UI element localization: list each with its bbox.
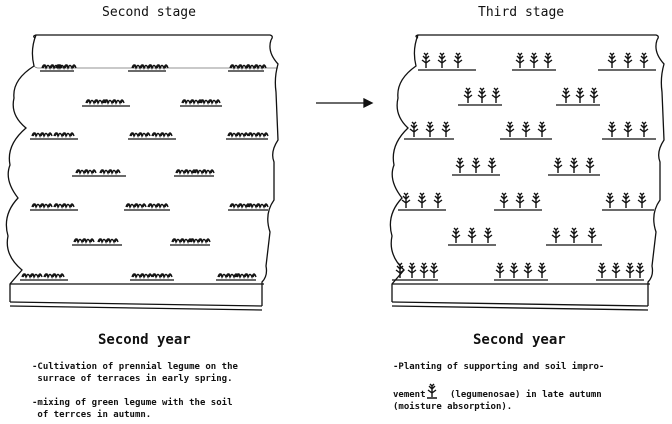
right-terrace-panel	[389, 34, 665, 311]
left-plant-groups	[21, 64, 269, 278]
right-note-line-2b: (legumenosae) in late autumn	[450, 390, 602, 400]
legume-plant-icon	[427, 383, 437, 399]
left-terrace-panel	[5, 34, 279, 311]
right-note-line-2a: vement	[393, 390, 426, 400]
left-stage-title: Second stage	[102, 5, 196, 20]
left-note-1-line-2: surrace of terraces in early spring.	[32, 374, 233, 384]
left-note-2-line-2: of terrces in autumn.	[32, 410, 152, 420]
right-year-label: Second year	[473, 332, 566, 348]
left-year-label: Second year	[98, 332, 191, 348]
right-note-line-1: -Planting of supporting and soil impro-	[393, 362, 605, 372]
left-note-1-line-1: -Cultivation of prennial legume on the	[32, 362, 238, 372]
left-note-2-line-1: -mixing of green legume with the soil	[32, 398, 233, 408]
arrow-right-icon	[316, 97, 374, 109]
right-note-line-3: (moisture absorption).	[393, 402, 513, 412]
right-stage-title: Third stage	[478, 5, 565, 20]
right-plant-groups	[395, 52, 649, 279]
